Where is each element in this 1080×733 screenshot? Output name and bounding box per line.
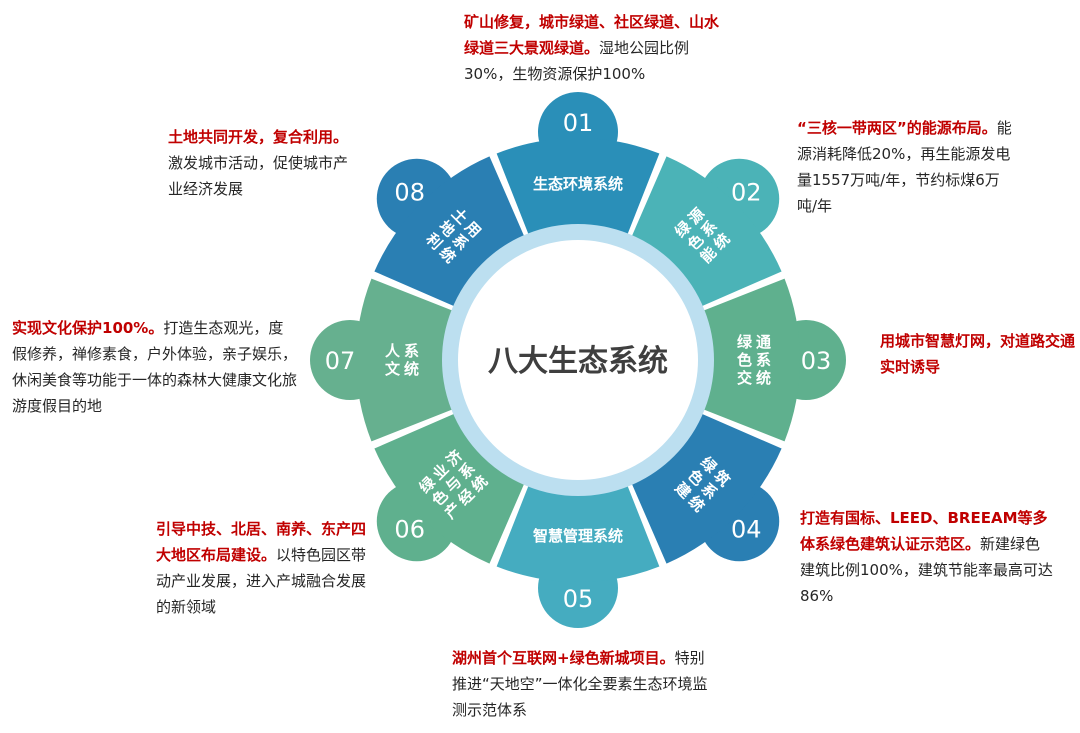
desc-04-text: 新建绿色建筑比例100%，建筑节能率最高可达86%: [800, 535, 1053, 605]
segment-07-number: 07: [325, 347, 356, 375]
desc-07-text: 打造生态观光，度假修养，禅修素食，户外体验，亲子娱乐，休闲美食等功能于一体的森林…: [12, 319, 298, 415]
desc-06: 引导中技、北居、南养、东产四大地区布局建设。以特色园区带动产业发展，进入产城融合…: [156, 516, 370, 620]
desc-02-highlight: “三核一带两区”的能源布局。: [797, 119, 997, 137]
desc-08-text: 激发城市活动，促使城市产业经济发展: [168, 154, 349, 198]
center-circle: [442, 224, 714, 496]
desc-08: 土地共同开发，复合利用。激发城市活动，促使城市产业经济发展: [168, 124, 353, 202]
desc-06-highlight: 引导中技、北居、南养、东产四大地区布局建设。: [156, 520, 367, 564]
segment-01: 01 生态环境系统: [496, 92, 660, 241]
segment-01-label: 生态环境系统: [533, 175, 623, 193]
desc-06-text: 以特色园区带动产业发展，进入产城融合发展的新领域: [156, 546, 367, 616]
desc-05: 湖州首个互联网+绿色新城项目。特别推进“天地空”一体化全要素生态环境监测示范体系: [452, 645, 714, 723]
desc-02: “三核一带两区”的能源布局。能源消耗降低20%，再生能源发电量1557万吨/年，…: [797, 115, 1015, 219]
segment-01-number: 01: [563, 109, 594, 137]
desc-01: 矿山修复，城市绿道、社区绿道、山水绿道三大景观绿道。湿地公园比例30%，生物资源…: [464, 9, 726, 87]
desc-02-text: 能源消耗降低20%，再生能源发电量1557万吨/年，节约标煤6万吨/年: [797, 119, 1012, 215]
desc-07-highlight: 实现文化保护100%。: [12, 319, 164, 337]
segment-03-number: 03: [801, 347, 832, 375]
segment-06-sector: [374, 411, 527, 564]
segment-02-sector: [629, 156, 782, 309]
segment-04-sector: [629, 411, 782, 564]
desc-07: 实现文化保护100%。打造生态观光，度假修养，禅修素食，户外体验，亲子娱乐，休闲…: [12, 315, 297, 419]
segment-02-number: 02: [731, 179, 762, 207]
segment-03: 03 绿色交通系统: [697, 278, 846, 442]
segment-03-label: 绿色交通系统: [737, 333, 771, 387]
segment-04-number: 04: [731, 515, 762, 543]
segment-04-label: 绿色建筑系统: [671, 453, 733, 515]
center-title: 八大生态系统: [488, 344, 668, 379]
segment-06-number: 06: [394, 515, 425, 543]
segment-08-sector: [374, 156, 527, 309]
segment-05: 05 智慧管理系统: [496, 479, 660, 628]
segment-07: 07 人文系统: [310, 278, 459, 442]
segment-07-sector: [356, 278, 459, 442]
desc-01-highlight: 矿山修复，城市绿道、社区绿道、山水绿道三大景观绿道。: [464, 13, 720, 57]
desc-04: 打造有国标、LEED、BREEAM等多体系绿色建筑认证示范区。新建绿色建筑比例1…: [800, 505, 1055, 609]
segment-05-number: 05: [563, 585, 594, 613]
desc-08-highlight: 土地共同开发，复合利用。: [168, 128, 349, 146]
desc-01-text: 湿地公园比例30%，生物资源保护100%: [464, 39, 690, 83]
segment-01-sector: [496, 138, 660, 241]
desc-03-highlight: 用城市智慧灯网，对道路交通实时诱导: [880, 332, 1076, 376]
desc-04-highlight: 打造有国标、LEED、BREEAM等多体系绿色建筑认证示范区。: [800, 509, 1048, 553]
desc-05-highlight: 湖州首个互联网+绿色新城项目。: [452, 649, 675, 667]
segment-03-sector: [697, 278, 800, 442]
segment-05-label: 智慧管理系统: [533, 527, 623, 545]
segment-08-number: 08: [394, 179, 425, 207]
desc-03: 用城市智慧灯网，对道路交通实时诱导: [880, 328, 1075, 380]
segment-05-sector: [496, 479, 660, 582]
desc-05-text: 特别推进“天地空”一体化全要素生态环境监测示范体系: [452, 649, 708, 719]
segment-07-label: 人文系统: [385, 342, 419, 378]
